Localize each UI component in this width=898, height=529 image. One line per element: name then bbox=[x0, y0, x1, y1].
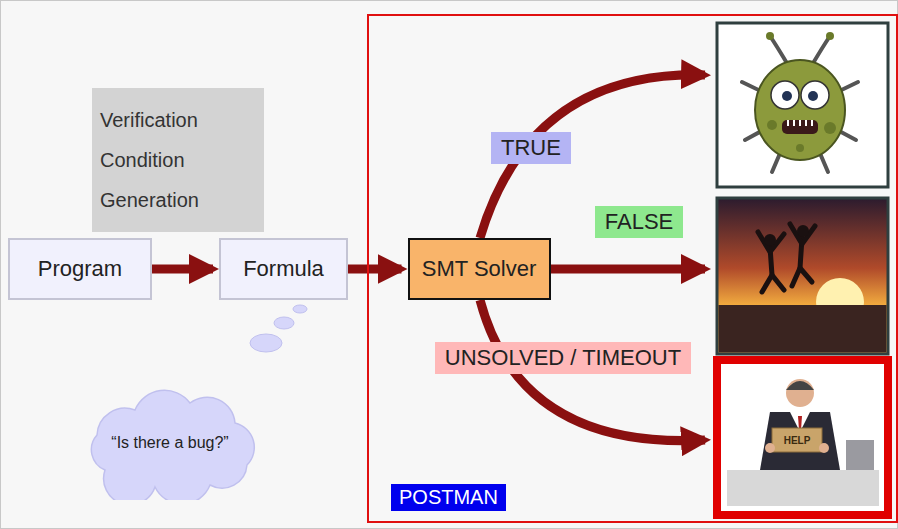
bug-picture bbox=[770, 36, 788, 65]
help-picture bbox=[760, 412, 840, 470]
help-picture bbox=[765, 443, 775, 453]
box-text: SMT Solver bbox=[422, 256, 537, 282]
sunset-picture bbox=[717, 198, 888, 354]
help-picture bbox=[772, 428, 822, 452]
flow-arrow bbox=[152, 265, 213, 274]
bug-picture bbox=[755, 60, 845, 160]
box-text: Formula bbox=[243, 256, 324, 282]
bug-picture bbox=[766, 32, 774, 40]
bug-picture bbox=[717, 23, 888, 187]
bug-picture bbox=[812, 36, 830, 65]
help-picture bbox=[786, 379, 814, 407]
outcome-label: TRUE bbox=[491, 132, 571, 164]
cloud-text: “Is there a bug?” bbox=[111, 434, 228, 452]
postman-region: POSTMAN SMT Solver bbox=[367, 14, 898, 523]
help-picture bbox=[786, 381, 814, 390]
outcome-arrow bbox=[540, 265, 705, 274]
bug-picture bbox=[788, 120, 812, 126]
bug-picture bbox=[767, 120, 777, 130]
help-picture bbox=[727, 470, 879, 506]
thought-bubbles bbox=[293, 305, 307, 313]
bug-picture bbox=[742, 36, 858, 172]
bug-picture bbox=[826, 32, 834, 40]
solver-box: SMT Solver bbox=[408, 238, 551, 300]
outcome-label: UNSOLVED / TIMEOUT bbox=[435, 342, 691, 374]
sunset-picture bbox=[792, 268, 812, 286]
bug-picture bbox=[782, 91, 792, 101]
bug-picture bbox=[771, 81, 799, 109]
thought-bubbles bbox=[250, 305, 307, 352]
step-label: Verification Condition Generation bbox=[92, 88, 264, 232]
process-box: Program bbox=[8, 238, 152, 300]
sunset-picture bbox=[719, 305, 887, 353]
process-box: Formula bbox=[219, 238, 348, 300]
bug-picture bbox=[782, 120, 818, 134]
sunset-picture bbox=[790, 224, 815, 244]
outcome-label: FALSE bbox=[595, 206, 683, 238]
sunset-picture bbox=[797, 225, 809, 237]
region-tag: POSTMAN bbox=[391, 484, 506, 511]
thought-bubbles bbox=[274, 317, 294, 329]
sign-text: HELP bbox=[784, 435, 811, 446]
help-picture bbox=[846, 440, 874, 470]
help-picture bbox=[717, 360, 888, 515]
sunset-picture bbox=[758, 224, 815, 292]
thought-bubbles bbox=[250, 334, 282, 352]
thought-cloud: “Is there a bug?” bbox=[75, 385, 265, 500]
bug-picture bbox=[717, 23, 888, 187]
help-picture bbox=[717, 360, 888, 515]
bug-picture bbox=[808, 91, 818, 101]
sunset-picture bbox=[764, 234, 776, 246]
bug-picture bbox=[801, 81, 829, 109]
bug-picture bbox=[824, 122, 836, 134]
sunset-picture bbox=[762, 275, 784, 292]
flow-arrow bbox=[348, 265, 402, 274]
sunset-picture bbox=[758, 232, 784, 252]
outcome-arrow bbox=[480, 75, 705, 238]
help-picture bbox=[819, 443, 829, 453]
bug-picture bbox=[796, 144, 804, 152]
cloud-shape bbox=[91, 390, 254, 500]
box-text: Program bbox=[38, 256, 122, 282]
sunset-picture bbox=[717, 198, 888, 354]
